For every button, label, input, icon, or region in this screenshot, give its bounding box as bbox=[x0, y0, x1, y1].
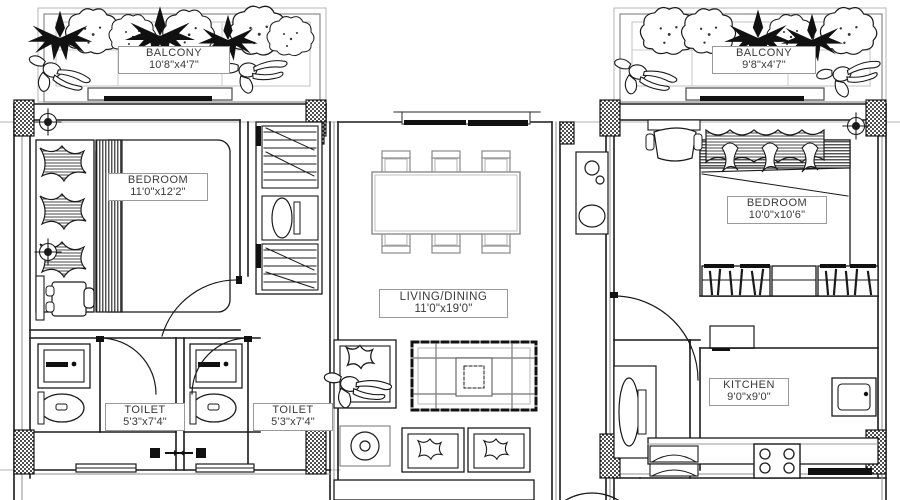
room-name: BALCONY bbox=[145, 47, 203, 59]
bedroom-left-furniture bbox=[34, 108, 242, 337]
room-name: BALCONY bbox=[735, 47, 793, 59]
dining-set bbox=[371, 150, 521, 254]
room-name: BEDROOM bbox=[127, 174, 189, 186]
bedroom-right-furniture bbox=[610, 112, 879, 381]
room-name: KITCHEN bbox=[723, 379, 775, 391]
desk-chair-left bbox=[35, 275, 95, 321]
room-name: BEDROOM bbox=[746, 197, 808, 209]
room-dimension: 10'8"x4'7" bbox=[148, 58, 200, 71]
desk-chair-right bbox=[645, 119, 703, 162]
room-label-kitchen: KITCHEN 9'0"x9'0" bbox=[709, 378, 789, 406]
sliding-window-top bbox=[393, 111, 541, 126]
bottom-windows-left bbox=[75, 463, 255, 473]
wash-counter bbox=[575, 151, 657, 459]
toilet-left-fixtures bbox=[37, 336, 179, 458]
balcony-right-group bbox=[607, 6, 887, 105]
wardrobe-right-1 bbox=[701, 264, 771, 297]
room-name: LIVING/DINING bbox=[399, 291, 488, 303]
room-dimension: 10'0"x10'6" bbox=[748, 208, 806, 221]
kitchen-fixtures bbox=[647, 325, 879, 479]
living-furniture bbox=[320, 339, 538, 500]
room-label-balcony-left: BALCONY 10'8"x4'7" bbox=[118, 46, 230, 74]
room-label-balcony-right: BALCONY 9'8"x4'7" bbox=[712, 46, 816, 74]
room-label-living-dining: LIVING/DINING 11'0"x19'0" bbox=[379, 289, 508, 318]
room-dimension: 9'0"x9'0" bbox=[727, 390, 771, 403]
room-label-toilet-left: TOILET 5'3"x7'4" bbox=[105, 403, 185, 431]
room-label-toilet-right: TOILET 5'3"x7'4" bbox=[253, 403, 333, 431]
room-dimension: 5'3"x7'4" bbox=[123, 415, 167, 428]
room-label-bedroom-right: BEDROOM 10'0"x10'6" bbox=[727, 196, 827, 224]
room-dimension: 11'0"x19'0" bbox=[414, 303, 473, 316]
room-dimension: 11'0"x12'2" bbox=[130, 185, 186, 198]
toilet-right-fixtures bbox=[179, 336, 252, 458]
room-label-bedroom-left: BEDROOM 11'0"x12'2" bbox=[108, 173, 208, 201]
armchair-1 bbox=[401, 427, 465, 473]
armchair-2 bbox=[467, 427, 531, 473]
room-name: TOILET bbox=[124, 404, 166, 416]
wardrobe-right-2 bbox=[817, 264, 879, 297]
room-name: TOILET bbox=[272, 404, 314, 416]
room-dimension: 5'3"x7'4" bbox=[271, 415, 315, 428]
room-dimension: 9'8"x4'7" bbox=[742, 58, 786, 71]
wardrobe-left bbox=[255, 121, 323, 295]
